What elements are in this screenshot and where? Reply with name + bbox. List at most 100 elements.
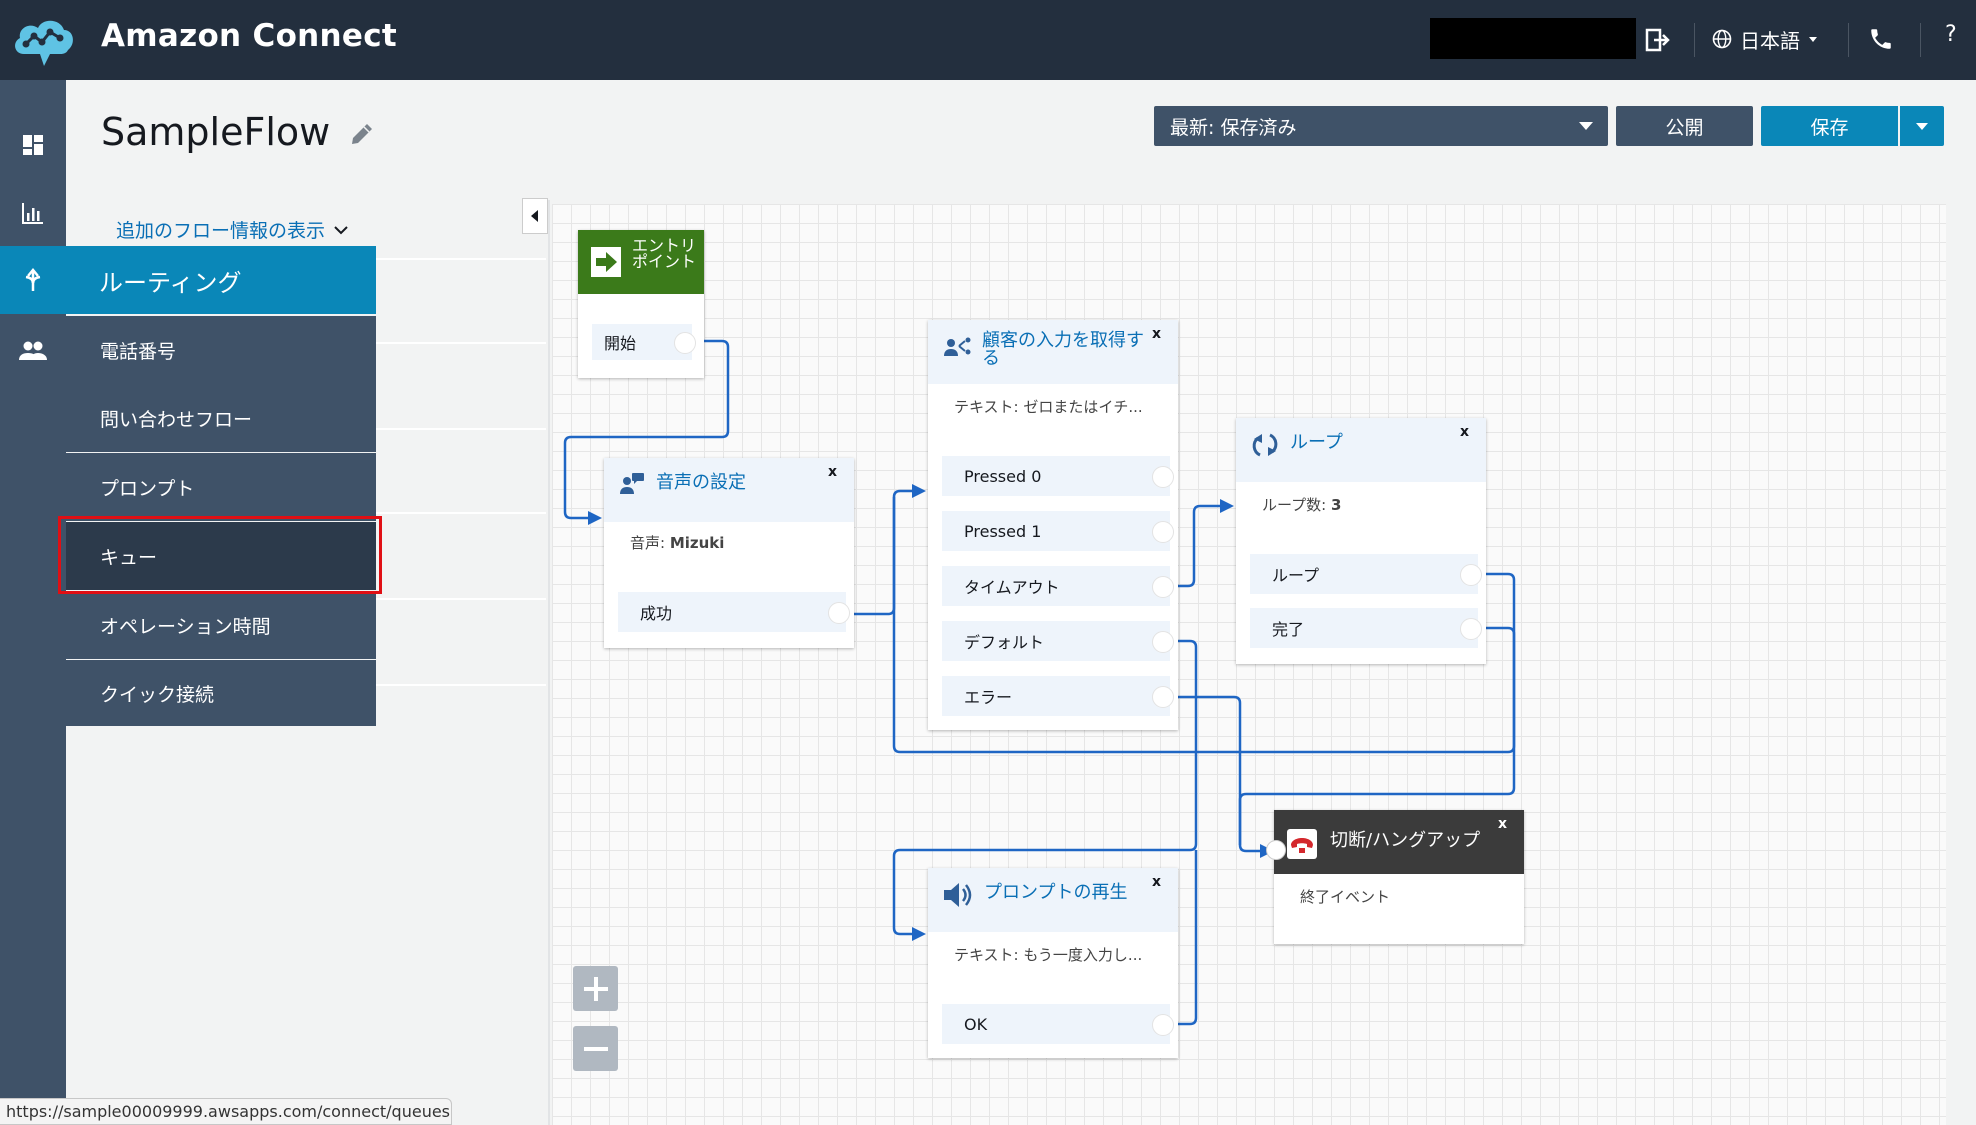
connection-port[interactable] xyxy=(1460,618,1482,640)
set-voice-title: 音声の設定 xyxy=(656,472,746,493)
connection-port[interactable] xyxy=(1152,466,1174,488)
connection-port[interactable] xyxy=(1152,686,1174,708)
menu-item-phone-numbers[interactable]: 電話番号 xyxy=(66,316,376,384)
globe-icon xyxy=(1712,29,1732,49)
language-selector[interactable]: 日本語 xyxy=(1712,24,1818,54)
flow-canvas[interactable] xyxy=(552,204,1946,1125)
play-prompt-description: テキスト: もう一度入力し... xyxy=(954,946,1143,964)
plus-icon xyxy=(583,976,608,1001)
connection-port[interactable] xyxy=(1152,576,1174,598)
close-block-button[interactable]: x xyxy=(1498,816,1508,832)
branch-default[interactable]: デフォルト xyxy=(942,621,1174,661)
connection-port[interactable] xyxy=(1266,840,1286,860)
branch-pressed-1[interactable]: Pressed 1 xyxy=(942,511,1174,551)
logout-icon[interactable] xyxy=(1644,26,1672,54)
show-flow-info-link[interactable]: 追加のフロー情報の表示 xyxy=(116,216,349,243)
branch-label: タイムアウト xyxy=(964,578,1060,597)
bar-chart-icon xyxy=(22,203,43,224)
voice-desc-value: Mizuki xyxy=(669,534,725,552)
menu-item-prompts[interactable]: プロンプト xyxy=(66,453,376,521)
caret-left-icon xyxy=(531,210,538,222)
branch-complete[interactable]: 完了 xyxy=(1250,608,1482,648)
header-divider xyxy=(1848,23,1849,57)
voice-success-branch[interactable]: 成功 xyxy=(618,592,850,632)
branch-label: デフォルト xyxy=(964,633,1045,652)
rail-dashboard-button[interactable] xyxy=(0,112,66,178)
flow-title: SampleFlow xyxy=(101,110,331,154)
voice-desc-label: 音声: xyxy=(630,534,670,552)
loop-block[interactable]: ループ x ループ数: 3 ループ 完了 xyxy=(1236,418,1486,664)
publish-button[interactable]: 公開 xyxy=(1616,106,1753,146)
save-button[interactable]: 保存 xyxy=(1761,106,1898,146)
branch-pressed-0[interactable]: Pressed 0 xyxy=(942,456,1174,496)
rail-routing-button[interactable] xyxy=(0,246,66,314)
routing-menu-header[interactable]: ルーティング xyxy=(66,246,376,314)
entry-start-branch[interactable]: 開始 xyxy=(592,324,696,360)
help-button[interactable]: ? xyxy=(1945,22,1957,47)
panel-row-divider xyxy=(374,258,546,260)
zoom-out-button[interactable] xyxy=(573,1026,618,1071)
panel-row-divider xyxy=(374,684,546,686)
branch-error[interactable]: エラー xyxy=(942,676,1174,716)
close-block-button[interactable]: x xyxy=(1152,326,1162,342)
header-divider xyxy=(1694,23,1695,57)
loop-desc-value: 3 xyxy=(1330,496,1342,514)
connection-port[interactable] xyxy=(1152,631,1174,653)
get-input-header: 顧客の入力を取得する xyxy=(928,320,1178,384)
dashboard-icon xyxy=(23,135,43,155)
queue-highlight-box xyxy=(58,516,382,594)
caret-down-icon xyxy=(1579,122,1593,130)
app-title: Amazon Connect xyxy=(101,18,398,54)
panel-row-divider xyxy=(374,512,546,514)
rail-users-button[interactable] xyxy=(0,318,66,384)
connection-port[interactable] xyxy=(1152,521,1174,543)
branch-label: Pressed 1 xyxy=(964,521,1042,541)
get-customer-input-block[interactable]: 顧客の入力を取得する x テキスト: ゼロまたはイチ... Pressed 0 … xyxy=(928,320,1178,730)
play-prompt-title: プロンプトの再生 xyxy=(984,882,1128,903)
save-dropdown-button[interactable] xyxy=(1900,106,1944,146)
close-block-button[interactable]: x xyxy=(828,464,838,480)
connection-port[interactable] xyxy=(828,602,850,624)
branch-label: 完了 xyxy=(1272,620,1305,639)
show-flow-info-label: 追加のフロー情報の表示 xyxy=(116,220,326,242)
set-voice-description: 音声: Mizuki xyxy=(630,532,724,553)
collapse-panel-button[interactable] xyxy=(522,198,548,234)
panel-divider xyxy=(548,200,550,1125)
close-block-button[interactable]: x xyxy=(1460,424,1470,440)
entry-point-header: エントリポイント xyxy=(578,230,704,294)
phone-icon[interactable] xyxy=(1868,26,1894,52)
loop-header: ループ xyxy=(1236,418,1486,482)
set-voice-header: 音声の設定 xyxy=(604,458,854,522)
branch-loop[interactable]: ループ xyxy=(1250,554,1482,594)
set-voice-block[interactable]: 音声の設定 x 音声: Mizuki 成功 xyxy=(604,458,854,648)
redacted-user-name xyxy=(1430,18,1636,59)
connection-port[interactable] xyxy=(1152,1014,1174,1036)
hangup-phone-icon xyxy=(1287,829,1317,859)
connection-port[interactable] xyxy=(674,332,696,354)
zoom-in-button[interactable] xyxy=(573,966,618,1011)
close-block-button[interactable]: x xyxy=(1152,874,1162,890)
entry-point-title: エントリポイント xyxy=(632,236,697,271)
connection-port[interactable] xyxy=(1460,564,1482,586)
disconnect-block[interactable]: 切断/ハングアップ x 終了イベント xyxy=(1274,810,1524,944)
branch-label: Pressed 0 xyxy=(964,466,1042,486)
amazon-connect-logo-icon[interactable] xyxy=(10,10,78,68)
branch-ok[interactable]: OK xyxy=(942,1004,1174,1044)
pencil-icon[interactable] xyxy=(348,120,376,148)
menu-item-queues[interactable]: キュー xyxy=(66,522,376,590)
caret-down-icon xyxy=(1809,37,1817,42)
branch-label: ループ xyxy=(1272,566,1320,585)
branch-label: エラー xyxy=(964,688,1013,707)
version-select[interactable]: 最新: 保存済み xyxy=(1154,106,1608,146)
rail-metrics-button[interactable] xyxy=(0,180,66,246)
menu-item-contact-flows[interactable]: 問い合わせフロー xyxy=(66,384,376,452)
play-prompt-header: プロンプトの再生 xyxy=(928,868,1178,932)
menu-item-quick-connects[interactable]: クイック接続 xyxy=(66,660,376,726)
branch-timeout[interactable]: タイムアウト xyxy=(942,566,1174,606)
disconnect-description: 終了イベント xyxy=(1300,888,1391,906)
entry-point-block[interactable]: エントリポイント 開始 xyxy=(578,230,704,378)
play-prompt-block[interactable]: プロンプトの再生 x テキスト: もう一度入力し... OK xyxy=(928,868,1178,1058)
header-divider xyxy=(1920,23,1921,57)
menu-item-hours-of-operation[interactable]: オペレーション時間 xyxy=(66,591,376,659)
get-input-description: テキスト: ゼロまたはイチ... xyxy=(954,398,1143,416)
